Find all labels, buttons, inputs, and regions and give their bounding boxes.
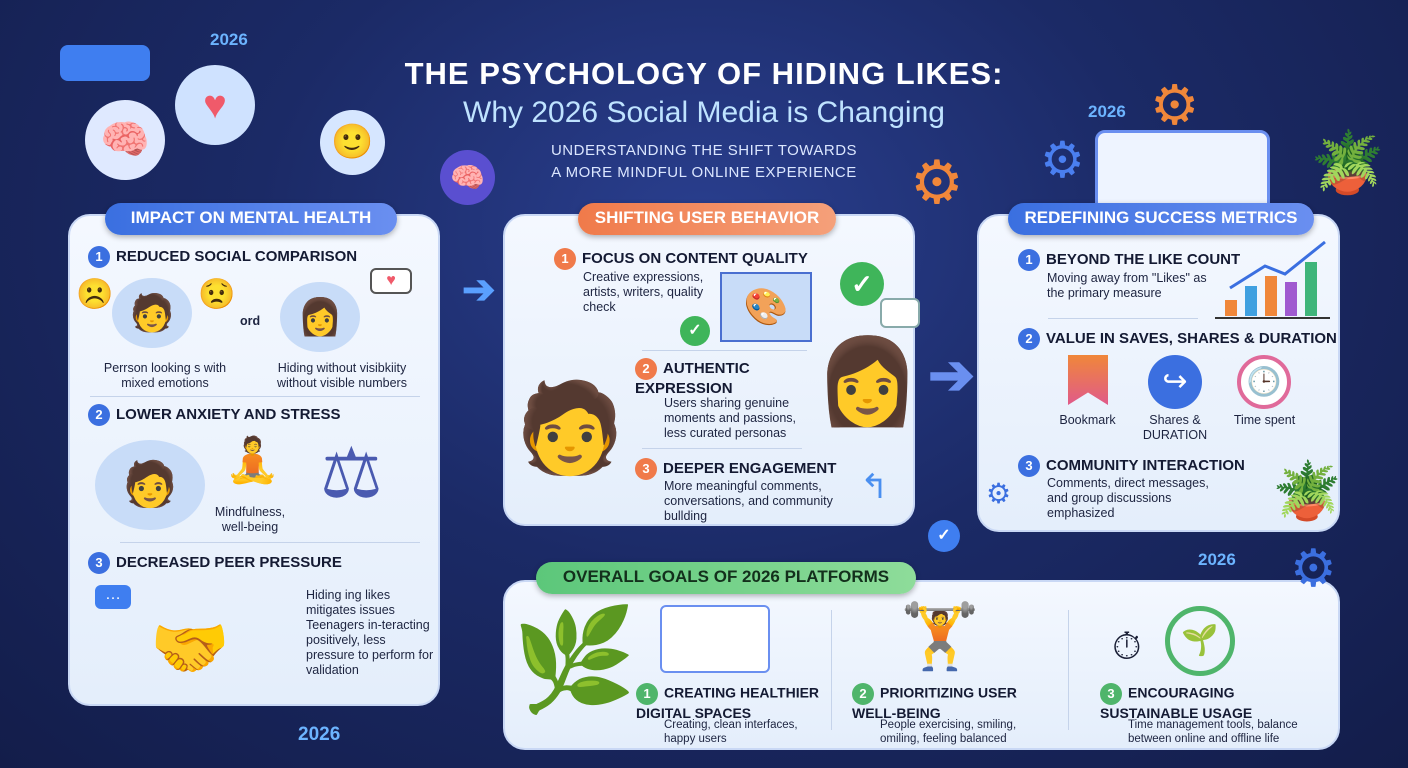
gears-icon: ⚙ bbox=[986, 478, 1012, 509]
number-badge: 1 bbox=[636, 683, 658, 705]
ub-item-2-text: Users sharing genuine moments and passio… bbox=[664, 396, 797, 440]
number-badge: 3 bbox=[635, 458, 657, 480]
page-subtitle: Why 2026 Social Media is Changing bbox=[463, 96, 945, 129]
mh-caption-mindfulness: Mindfulness, well-being bbox=[214, 505, 286, 534]
creator-illustration: 🎨 bbox=[720, 272, 812, 342]
mental-health-title: IMPACT ON MENTAL HEALTH bbox=[105, 203, 397, 235]
sad-face-icon: ☹️ bbox=[76, 278, 114, 311]
man-phone-illustration: 🧑 bbox=[515, 378, 625, 477]
time-spent-label: Time spent bbox=[1233, 413, 1296, 427]
check-icon: ✓ bbox=[840, 262, 884, 306]
year-label: 2026 bbox=[210, 30, 248, 49]
chat-bubble-icon bbox=[880, 298, 920, 328]
number-badge: 3 bbox=[1018, 455, 1040, 477]
goal-1-text: Creating, clean interfaces, happy users bbox=[664, 719, 798, 745]
arrow-right-icon: ➔ bbox=[462, 268, 496, 312]
goal-3-text: Time management tools, balance between o… bbox=[1128, 719, 1298, 745]
chat-bubble-icon bbox=[60, 45, 150, 81]
person-phone-illustration: 🧑 bbox=[112, 278, 192, 348]
sm-item-3-text: Comments, direct messages, and group dis… bbox=[1047, 476, 1209, 520]
year-label: 2026 bbox=[1088, 102, 1126, 121]
shares-label: Shares & DURATION bbox=[1142, 413, 1208, 442]
chat-bubble-icon: … bbox=[95, 585, 131, 609]
number-badge: 3 bbox=[88, 552, 110, 574]
sprout-icon: 🌱 bbox=[1165, 606, 1235, 676]
gear-icon: ⚙ bbox=[1150, 74, 1200, 136]
number-badge: 2 bbox=[88, 404, 110, 426]
woman-phone-illustration: 👩 bbox=[280, 282, 360, 352]
gear-icon: ⚙ bbox=[910, 149, 964, 216]
ub-item-3-text: More meaningful comments, conversations,… bbox=[664, 479, 833, 523]
number-badge: 2 bbox=[1018, 328, 1040, 350]
tagline: UNDERSTANDING THE SHIFT TOWARDS A MORE M… bbox=[0, 140, 1408, 184]
balance-scale-icon: ⚖ bbox=[320, 434, 383, 512]
leaves-illustration: 🌿 bbox=[512, 604, 637, 716]
connector-text: ord bbox=[240, 314, 261, 328]
number-badge: 1 bbox=[1018, 249, 1040, 271]
share-icon: ↪ bbox=[1148, 355, 1202, 409]
goals-title: OVERALL GOALS OF 2026 PLATFORMS bbox=[536, 562, 916, 594]
clock-icon: 🕒 bbox=[1237, 355, 1291, 409]
brain-node-icon: 🧠 bbox=[440, 150, 495, 205]
number-badge: 1 bbox=[88, 246, 110, 268]
stopwatch-icon: ⏱ bbox=[1112, 626, 1142, 668]
mh-caption-peer: Hiding ing likes mitigates issues Teenag… bbox=[306, 588, 434, 677]
like-notification-icon: ♥ bbox=[370, 268, 412, 294]
success-metrics-title: REDEFINING SUCCESS METRICS bbox=[1008, 203, 1314, 235]
mh-caption-right: Hiding without visibkiity without visibl… bbox=[277, 361, 407, 390]
calm-person-illustration: 🧑 bbox=[95, 440, 205, 530]
bookmark-label: Bookmark bbox=[1059, 413, 1116, 427]
year-label: 2026 bbox=[1198, 550, 1236, 569]
page-title: THE PSYCHOLOGY OF HIDING LIKES: bbox=[404, 56, 1004, 91]
mh-caption-left: Perrson looking s with mixed emotions bbox=[103, 361, 227, 390]
meditation-icon: 🧘 bbox=[225, 436, 280, 485]
number-badge: 3 bbox=[1100, 683, 1122, 705]
tagline-line-1: UNDERSTANDING THE SHIFT TOWARDS bbox=[550, 142, 858, 159]
goal-2-text: People exercising, smiling, omiling, fee… bbox=[880, 719, 1017, 745]
sm-item-1-text: Moving away from "Likes" as the primary … bbox=[1047, 271, 1207, 300]
worried-face-icon: 😟 bbox=[198, 278, 236, 311]
smiley-icon: 🙂 bbox=[320, 110, 385, 175]
number-badge: 2 bbox=[852, 683, 874, 705]
check-icon: ✓ bbox=[680, 316, 710, 346]
woman-phone-illustration: 👩 bbox=[815, 334, 920, 428]
gear-user-icon: ⚙ bbox=[1290, 540, 1337, 598]
people-exercising-illustration: 🏋 bbox=[900, 600, 980, 672]
number-badge: 2 bbox=[635, 358, 657, 380]
gear-icon: ⚙ bbox=[1040, 132, 1085, 188]
plant-growth-icon: 🪴 bbox=[1272, 459, 1342, 522]
arrow-up-icon: ↰ bbox=[860, 468, 889, 506]
plant-icon: 🪴 bbox=[1310, 129, 1385, 196]
arrow-right-icon: ➔ bbox=[928, 343, 975, 406]
check-icon: ✓ bbox=[928, 520, 960, 552]
teens-handshake-illustration: 🤝 bbox=[150, 612, 230, 684]
ub-item-1-text: Creative expressions, artists, writers, … bbox=[583, 270, 704, 314]
tagline-line-2: A MORE MINDFUL ONLINE EXPERIENCE bbox=[551, 164, 857, 181]
number-badge: 1 bbox=[554, 248, 576, 270]
brain-icon: 🧠 bbox=[85, 100, 165, 180]
user-behavior-title: SHIFTING USER BEHAVIOR bbox=[578, 203, 836, 235]
bar-chart-icon bbox=[1215, 240, 1330, 319]
clean-interface-illustration bbox=[660, 605, 770, 673]
heart-icon: ♥ bbox=[175, 65, 255, 145]
year-label: 2026 bbox=[298, 724, 341, 745]
